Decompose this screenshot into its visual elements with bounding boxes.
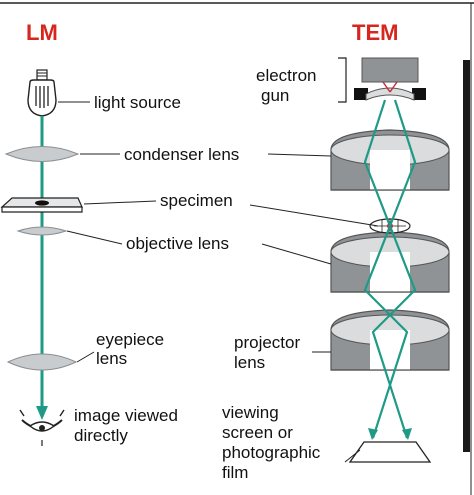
leader-eyepiece [76, 351, 95, 363]
lm-header: LM [26, 20, 58, 45]
lm-eyepiece-lens [6, 353, 78, 371]
label-viewing-line2: screen or [222, 423, 293, 442]
label-eyepiece-line2: lens [96, 349, 127, 368]
photo-edge-strip [463, 60, 470, 452]
leader-objective-left [66, 230, 123, 245]
tem-beam-arrowhead-right [402, 428, 412, 440]
tem-beam-arrowhead-left [368, 428, 378, 440]
label-objective-lens: objective lens [126, 234, 229, 253]
leader-condenser-right [267, 153, 332, 157]
label-electron-gun-line1: electron [256, 66, 316, 85]
label-electron-gun-line2: gun [261, 86, 289, 105]
lm-specimen-slide [0, 197, 83, 213]
tem-electron-beam [363, 99, 417, 439]
tem-condenser-lens [330, 129, 450, 191]
label-light-source: light source [94, 93, 181, 112]
label-specimen: specimen [160, 191, 233, 210]
leader-specimen-left [83, 200, 157, 205]
label-viewing-line3: photographic [222, 443, 321, 462]
light-bulb-icon [27, 69, 57, 117]
tem-projector-lens [330, 309, 450, 371]
lm-condenser-lens [4, 146, 80, 162]
label-projector-line1: projector [234, 333, 300, 352]
tem-viewing-screen [348, 441, 432, 463]
tem-objective-lens [330, 231, 450, 293]
label-condenser-lens: condenser lens [124, 145, 239, 164]
lm-beam-arrowhead [36, 406, 48, 420]
lm-objective-lens [16, 226, 68, 236]
label-image-line2: directly [74, 426, 128, 445]
leader-viewing-screen [344, 449, 361, 463]
label-eyepiece-line1: eyepiece [96, 330, 164, 349]
label-viewing-line1: viewing [222, 403, 279, 422]
label-viewing-line4: film [222, 463, 248, 482]
tem-header: TEM [352, 20, 398, 45]
label-image-line1: image viewed [74, 406, 178, 425]
leader-specimen-right [249, 204, 379, 227]
electron-gun-bracket [338, 57, 347, 103]
label-projector-line2: lens [234, 353, 265, 372]
leader-objective-right [261, 243, 332, 265]
electron-gun [354, 57, 426, 101]
eye-icon [19, 409, 65, 446]
